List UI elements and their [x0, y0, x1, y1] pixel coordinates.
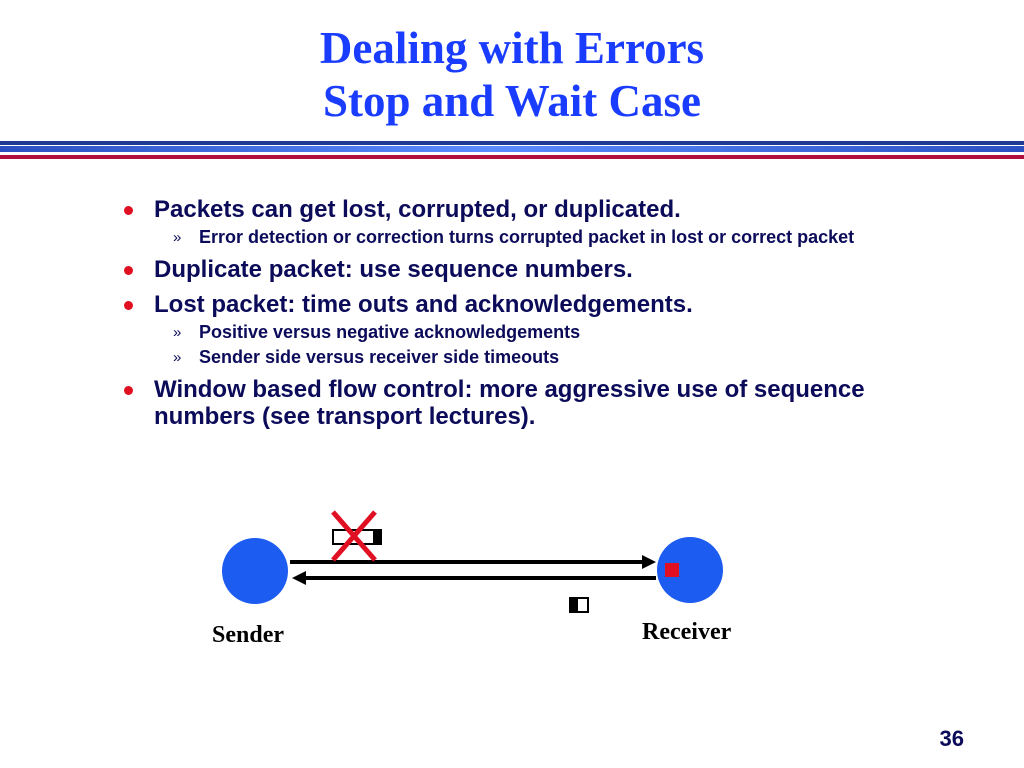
diagram-svg	[222, 510, 723, 613]
bullet-text: Packets can get lost, corrupted, or dupl…	[154, 196, 681, 223]
bullet-item: Duplicate packet: use sequence numbers.	[120, 256, 900, 283]
sub-item: » Sender side versus receiver side timeo…	[154, 347, 900, 368]
bullet-dot-icon	[124, 206, 133, 215]
received-packet-icon	[665, 563, 679, 577]
sender-label: Sender	[212, 622, 284, 648]
bullet-item: Lost packet: time outs and acknowledgeme…	[120, 291, 900, 368]
sub-text: Error detection or correction turns corr…	[199, 227, 855, 247]
title-line-2: Stop and Wait Case	[322, 76, 702, 126]
title-rule-middle	[0, 146, 1024, 152]
bullet-dot-icon	[124, 386, 133, 395]
bullet-text: Lost packet: time outs and acknowledgeme…	[154, 291, 693, 318]
bullet-text: Window based flow control: more aggressi…	[154, 376, 865, 430]
stop-and-wait-diagram: Sender Receiver	[0, 500, 1024, 668]
title-rule-top	[0, 141, 1024, 145]
ack-packet-icon	[569, 597, 589, 613]
sub-list: » Positive versus negative acknowledgeme…	[154, 322, 900, 368]
sub-marker-icon: »	[173, 324, 182, 341]
sub-marker-icon: »	[173, 349, 182, 366]
title-rule-bottom	[0, 155, 1024, 159]
sub-text: Sender side versus receiver side timeout…	[199, 347, 560, 367]
sender-node-icon	[222, 538, 288, 604]
sub-text: Positive versus negative acknowledgement…	[199, 322, 581, 342]
bullet-text: Duplicate packet: use sequence numbers.	[154, 256, 633, 283]
sub-item: » Error detection or correction turns co…	[154, 227, 900, 248]
bullet-item: Packets can get lost, corrupted, or dupl…	[120, 196, 900, 248]
slide-title: Dealing with Errors Stop and Wait Case	[0, 22, 1024, 128]
bullet-list: Packets can get lost, corrupted, or dupl…	[120, 196, 900, 438]
sub-item: » Positive versus negative acknowledgeme…	[154, 322, 900, 343]
page-number: 36	[939, 726, 964, 751]
title-line-1: Dealing with Errors	[319, 23, 705, 73]
cross-icon	[331, 510, 377, 562]
forward-arrow	[290, 555, 656, 569]
return-arrow	[292, 571, 656, 585]
sub-list: » Error detection or correction turns co…	[154, 227, 900, 248]
receiver-node-icon	[657, 537, 723, 603]
sub-marker-icon: »	[173, 229, 182, 246]
receiver-label: Receiver	[642, 619, 732, 645]
bullet-dot-icon	[124, 301, 133, 310]
bullet-item: Window based flow control: more aggressi…	[120, 376, 900, 430]
bullet-dot-icon	[124, 266, 133, 275]
